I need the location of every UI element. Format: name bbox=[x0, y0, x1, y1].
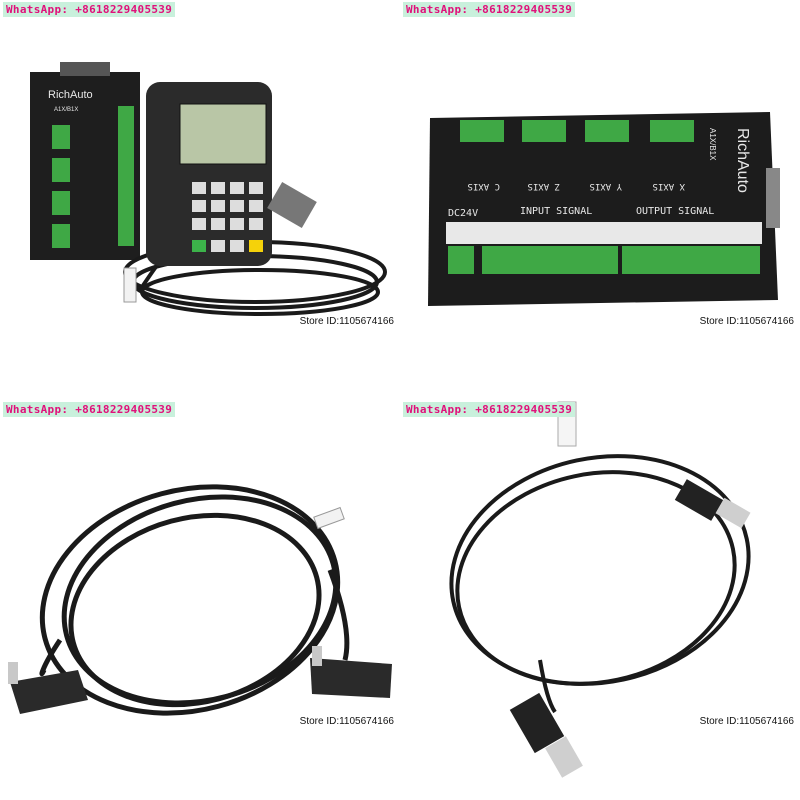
usb-a-housing bbox=[674, 479, 724, 521]
board-brand-label: RichAuto bbox=[48, 89, 93, 101]
pendant-keypad bbox=[192, 182, 263, 252]
usb-cable-coil bbox=[449, 454, 751, 714]
db-connector bbox=[766, 168, 780, 228]
db-connector-left bbox=[10, 670, 88, 714]
usb-b-plug bbox=[545, 736, 583, 778]
pendant-db-plug bbox=[267, 182, 317, 228]
signal-terminal-blocks bbox=[448, 246, 760, 274]
db-connector-right bbox=[310, 658, 392, 698]
signal-pin-labels bbox=[446, 222, 762, 244]
axis-terminal-blocks bbox=[460, 120, 694, 142]
db-connector bbox=[60, 62, 110, 76]
thumbscrew-right bbox=[312, 646, 322, 666]
tile-interface-board: RichAuto A1X/B1X C AXIS Z AXIS Y AXIS X … bbox=[400, 0, 800, 400]
store-id-label: Store ID:1105674166 bbox=[699, 716, 794, 727]
store-id-label: Store ID:1105674166 bbox=[699, 316, 794, 327]
usb-cable-photo bbox=[449, 401, 751, 778]
pendant-lcd-screen bbox=[179, 103, 267, 165]
watermark-whatsapp: WhatsApp: +8618229405539 bbox=[403, 402, 576, 417]
board-model-label: A1X/B1X bbox=[708, 128, 717, 161]
axis-label-y: Y AXIS bbox=[589, 181, 622, 191]
db-cable-photo bbox=[8, 484, 392, 716]
usb-b-housing bbox=[509, 692, 565, 754]
tile-controller-and-pendant: RichAuto A1X/B1X WhatsApp: +861822940553… bbox=[0, 0, 400, 400]
watermark-whatsapp: WhatsApp: +8618229405539 bbox=[403, 2, 576, 17]
cable-label-tag bbox=[123, 267, 137, 303]
tile-usb-cable: WhatsApp: +8618229405539 Store ID:110567… bbox=[400, 400, 800, 800]
interface-board-photo: RichAuto A1X/B1X C AXIS Z AXIS Y AXIS X … bbox=[428, 112, 780, 306]
tile-db-cable: WhatsApp: +8618229405539 Store ID:110567… bbox=[0, 400, 400, 800]
watermark-whatsapp: WhatsApp: +8618229405539 bbox=[3, 402, 176, 417]
usb-a-plug bbox=[715, 497, 751, 529]
watermark-whatsapp: WhatsApp: +8618229405539 bbox=[3, 2, 176, 17]
output-signal-label: OUTPUT SIGNAL bbox=[636, 206, 714, 217]
axis-label-c: C AXIS bbox=[467, 181, 500, 191]
controller-pendant-photo: RichAuto A1X/B1X bbox=[30, 62, 387, 316]
input-signal-label: INPUT SIGNAL bbox=[520, 206, 592, 217]
board-terminals bbox=[52, 106, 134, 248]
board-brand-label: RichAuto bbox=[734, 128, 751, 193]
power-label: DC24V bbox=[448, 208, 478, 219]
axis-label-z: Z AXIS bbox=[527, 181, 560, 191]
store-id-label: Store ID:1105674166 bbox=[299, 716, 394, 727]
board-model-label: A1X/B1X bbox=[54, 107, 78, 113]
thumbscrew-left bbox=[8, 662, 18, 684]
cable-label-tag bbox=[313, 506, 345, 530]
db-cable-coil bbox=[39, 484, 350, 716]
store-id-label: Store ID:1105674166 bbox=[299, 316, 394, 327]
axis-label-x: X AXIS bbox=[652, 181, 685, 191]
